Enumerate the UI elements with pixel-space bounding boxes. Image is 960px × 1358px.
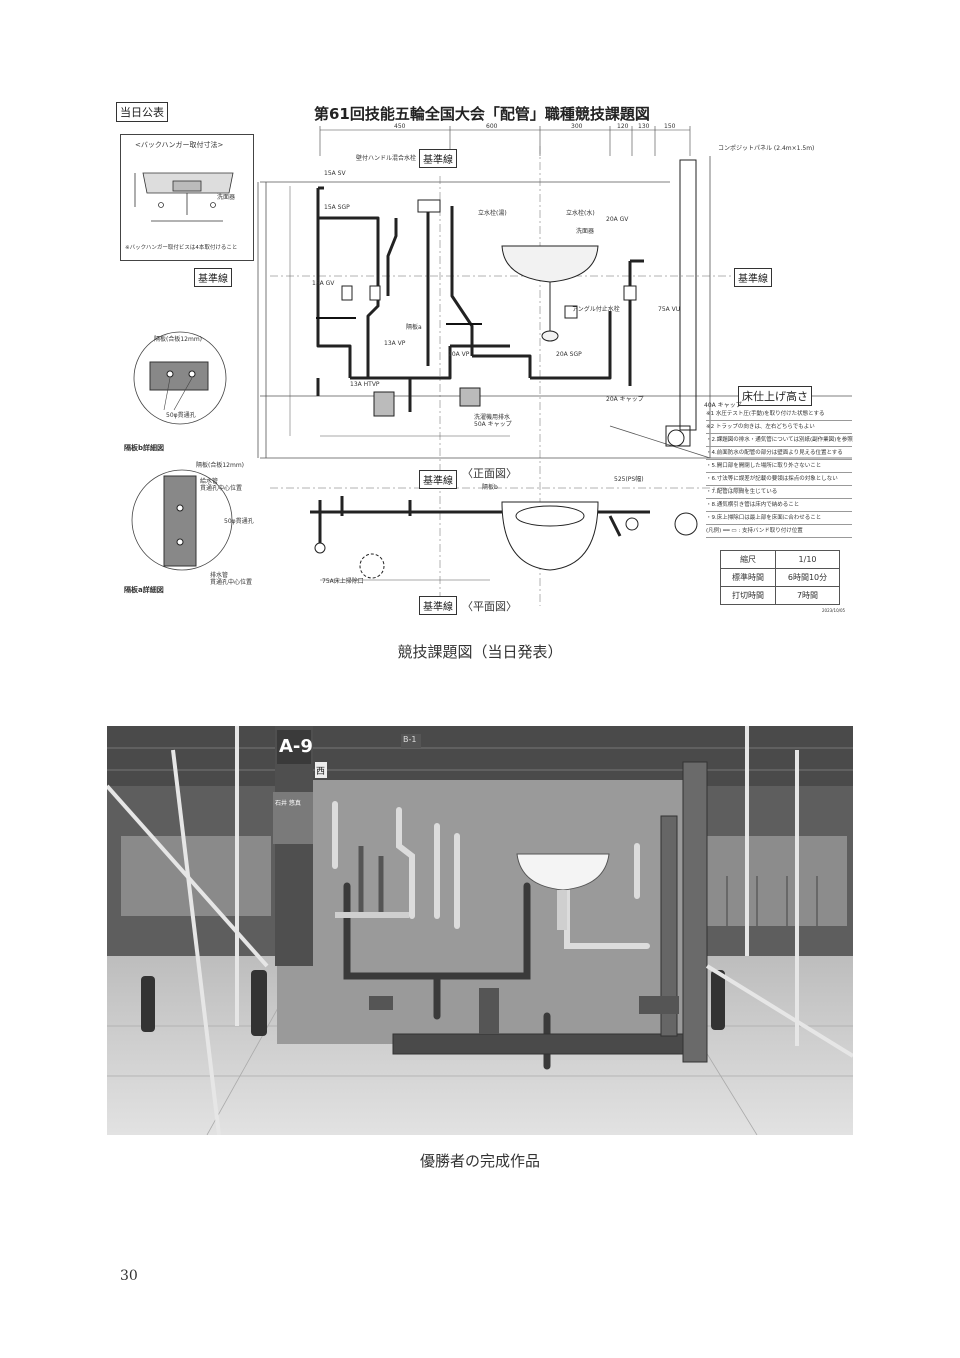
detail-a-title: 隔板a詳細図 [124,586,164,594]
caption-drawing: 競技課題図（当日発表） [397,643,563,661]
small-sign: B-1 [403,735,417,744]
dim-150: 150 [664,123,676,130]
dim-300: 300 [571,123,583,130]
ref-line-left: 基準線 [194,268,232,287]
hanger-label: 洗面器 [217,194,236,201]
spec-key: 標準時間 [719,568,777,587]
dim-120: 120 [617,123,629,130]
note-item: ※2 トラップの向きは、左右どちらでもよい [706,421,852,434]
caption-photo: 優勝者の完成作品 [419,1152,540,1170]
pipe-label: 13A VP [384,340,406,347]
spec-value: 1/10 [775,550,840,569]
detail-a-circle [131,469,233,571]
detail-a-note: 隔板(合板12mm) [196,462,245,469]
fixture-label: 立水栓(水) [566,210,595,217]
table-row: 標準時間 6時間10分 [719,568,840,587]
pipe-label: 75A VU [658,306,681,313]
photo-illustration [107,726,853,1135]
note-item: ・6.寸法等に誤差が記載の要領は採点の対象としない [706,473,852,486]
hanger-note: ※バックハンガー取付ビスは4本取付けること [125,245,238,251]
pipe-label: 15A GV [312,280,335,287]
fixture-label: 壁付ハンドル混合水栓 [356,155,417,162]
finished-work-photo: A-9 西 B-1 石井 悠真 [107,726,853,1135]
pipe-label: 20A キャップ [606,396,644,403]
ref-line-right: 基準線 [734,268,772,287]
fixture-label: 隔板a [406,324,422,331]
fixture-label: アングル付止水栓 [572,306,620,313]
front-view-piping [257,146,852,606]
note-item: (凡例) ━━ ▭ : 支持バンド取り付け位置 [706,525,852,538]
note-item: ※1 水圧テスト圧(手動)を取り付けた状態とする [706,408,852,421]
pipe-label: 20A VP [448,351,470,358]
table-row: 縮尺 1/10 [719,550,840,569]
pipe-label: 40A キャップ [704,402,742,409]
drain-label: 洗濯機用排水 50A キャップ [474,414,512,428]
hanger-detail-box: <バックハンガー取付寸法> 洗面器 ※バックハンガー取付ビスは4本取付けること [120,134,254,261]
note-item: ・8.通気横引き管は床内で納めること [706,499,852,512]
spec-key: 打切時間 [719,586,777,605]
note-item: ・7.配管は隙間を生じている [706,486,852,499]
pipe-label: 15A SV [324,170,346,177]
detail-b-hole: 50φ貫通孔 [166,412,196,419]
detail-a-label2: 排水管 貫通孔中心位置 [210,572,253,586]
floor-line-label: 床仕上げ高さ [738,386,812,406]
notes-list: ※1 水圧テスト圧(手動)を取り付けた状態とする ※2 トラップの向きは、左右ど… [706,408,853,538]
booth-sign: 西 [316,767,326,777]
fixture-label: 525(PS幅) [614,476,644,483]
note-item: ・2.課題図の排水・通気管については別紙(副作業図)を参照 [706,434,853,447]
spec-value: 7時間 [775,586,840,605]
front-view-label: 〈正面図〉 [462,467,517,480]
detail-b-title: 隔板b詳細図 [124,444,165,452]
ref-line-mid: 基準線 [419,470,457,489]
note-item: ・4.前面防水の配管の部分は壁面より見える位置とする [706,447,852,460]
dim-600: 600 [486,123,498,130]
fixture-label: 洗面器 [576,228,595,235]
pipe-label: 15A SGP [324,204,350,211]
pipe-label: 75A床上掃除口 [322,578,364,585]
dim-130: 130 [638,123,650,130]
drawing-title: 第61回技能五輪全国大会「配管」職種競技課題図 [314,105,650,123]
fixture-label: 立水栓(湯) [478,210,507,217]
page-number: 30 [120,1268,138,1284]
note-item: ・5.開口部を開閉した場所に取り外さないこと [706,460,852,473]
detail-b-circle [133,331,227,425]
spec-table: 縮尺 1/10 標準時間 6時間10分 打切時間 7時間 [719,550,840,605]
booth-label: A-9 [279,736,313,757]
stamp-label: 当日公表 [116,102,168,122]
dim-450: 450 [394,123,406,130]
pipe-label: 13A HTVP [350,381,380,388]
doc-code: 2023/10/05 [822,608,846,613]
hanger-title: <バックハンガー取付寸法> [135,141,224,149]
panel-label: 石井 悠真 [275,800,301,807]
detail-a-label1: 給水管 貫通孔中心位置 [200,478,243,492]
note-item: ・9.床上掃除口は最上部を床面に合わせること [706,512,852,525]
ref-line-top: 基準線 [419,149,457,168]
table-row: 打切時間 7時間 [719,586,840,605]
detail-a-hole: 50φ貫通孔 [224,518,254,525]
detail-b-note: 隔板(合板12mm) [154,336,203,343]
technical-drawing: 当日公表 第61回技能五輪全国大会「配管」職種競技課題図 450 600 300… [110,96,853,616]
plan-view-label: 〈平面図〉 [462,600,517,613]
fixture-label: 隔板b [482,484,498,491]
composite-panel-label: コンポジットパネル (2.4m×1.5m) [718,145,815,152]
pipe-label: 20A GV [606,216,629,223]
hanger-sketch [134,172,234,222]
spec-value: 6時間10分 [775,568,840,587]
spec-key: 縮尺 [719,550,777,569]
pipe-label: 20A SGP [556,351,582,358]
ref-line-bottom: 基準線 [419,596,457,615]
